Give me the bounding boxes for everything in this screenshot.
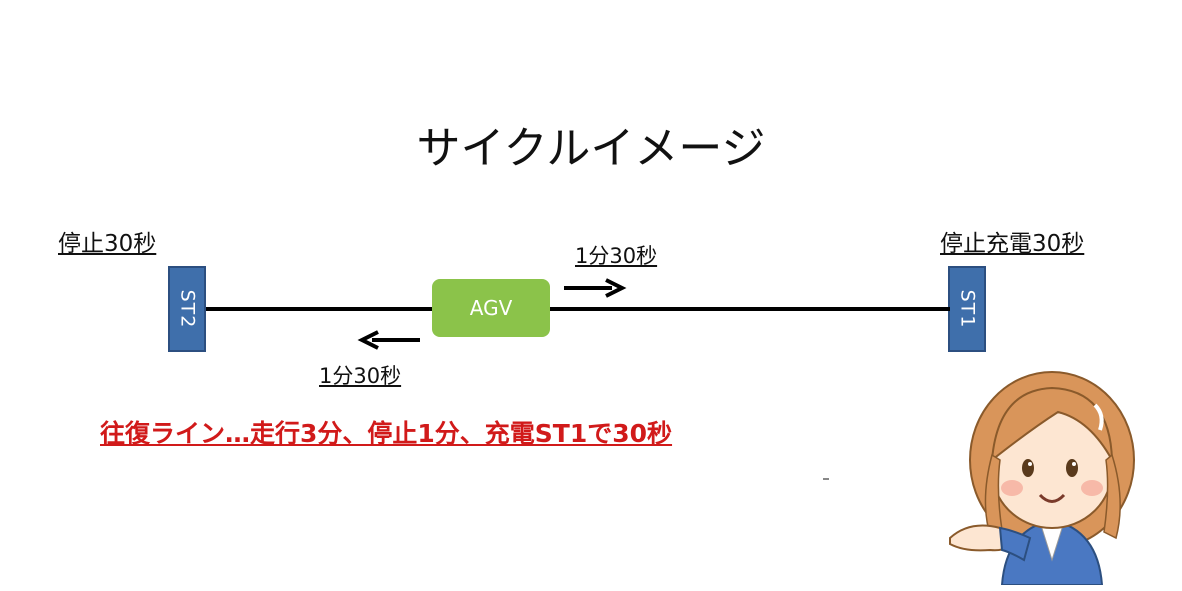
station-st1-name: ST1 — [956, 289, 979, 329]
forward-travel-time-label: 1分30秒 — [575, 244, 658, 268]
stray-mark — [823, 478, 829, 480]
station-st2: ST2 — [168, 266, 206, 352]
right-arrow-icon — [564, 278, 627, 298]
return-travel-time-label: 1分30秒 — [319, 364, 402, 388]
station-st2-name: ST2 — [176, 289, 199, 329]
st2-stop-label: 停止30秒 — [58, 231, 157, 257]
woman-illustration — [949, 371, 1135, 585]
st1-stop-charge-label: 停止充電30秒 — [940, 231, 1085, 257]
left-arrow-icon — [357, 330, 420, 350]
cycle-summary: 往復ライン…走行3分、停止1分、充電ST1で30秒 — [100, 419, 673, 448]
agv-label: AGV — [469, 296, 513, 320]
track-line — [206, 307, 950, 311]
agv-vehicle: AGV — [432, 279, 550, 337]
station-st1: ST1 — [948, 266, 986, 352]
diagram-title: サイクルイメージ — [416, 123, 766, 174]
